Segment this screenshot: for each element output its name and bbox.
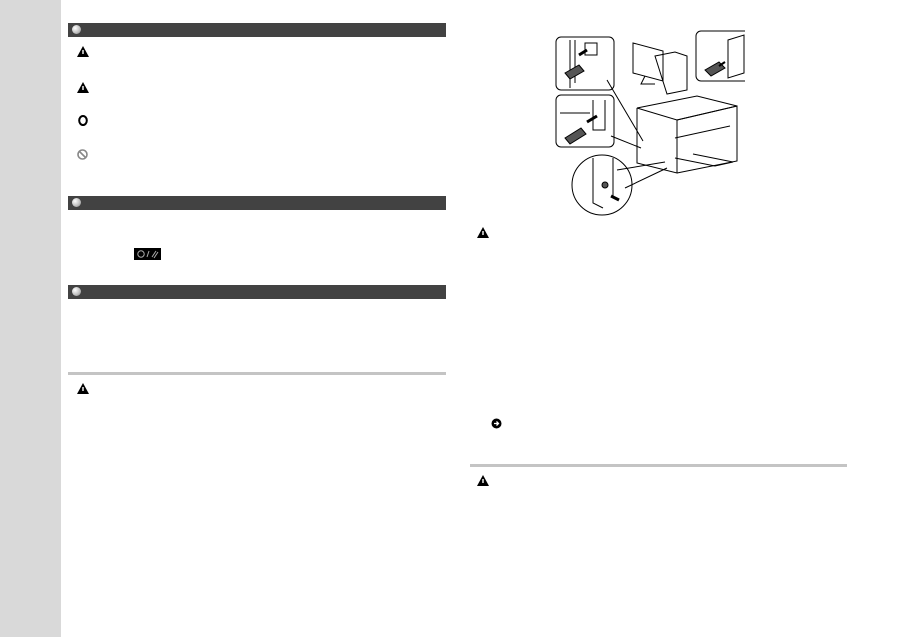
section-header-bar [68, 23, 446, 37]
bullet-sphere-icon [72, 25, 81, 34]
warning-icon [477, 227, 489, 238]
warning-icon [77, 46, 89, 57]
bullet-sphere-icon [72, 198, 81, 207]
sidebar-strip [0, 0, 61, 637]
section-header-bar [68, 285, 446, 299]
warning-icon [77, 383, 89, 394]
reference-arrow-icon [491, 418, 502, 429]
section-header-bar [68, 196, 446, 210]
divider [470, 464, 847, 467]
prohibited-icon [77, 149, 88, 160]
energy-saver-key-icon [134, 248, 161, 260]
warning-icon [477, 475, 489, 486]
caution-icon [77, 82, 89, 93]
printer-connection-diagram [555, 30, 745, 216]
bullet-sphere-icon [72, 287, 81, 296]
mandatory-icon [78, 115, 88, 126]
divider [68, 372, 446, 375]
